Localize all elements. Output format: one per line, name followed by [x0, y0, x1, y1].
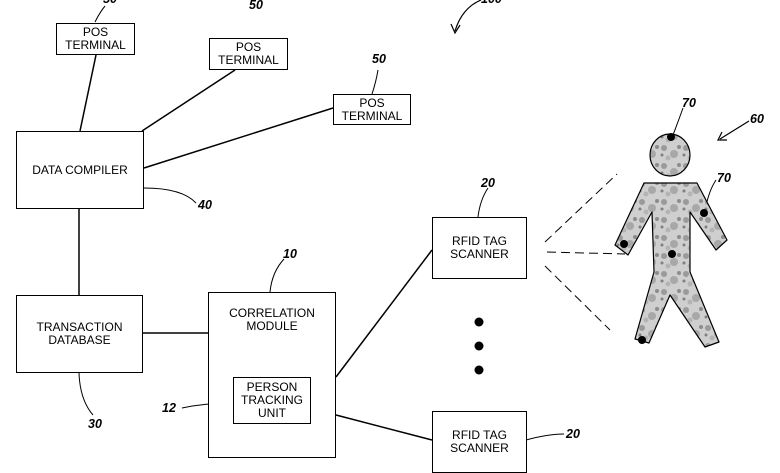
leader-correlation-module: [269, 258, 285, 293]
connector-compiler-pos-middle: [141, 69, 236, 132]
ref-transaction-database: 30: [88, 417, 102, 431]
rfid-tag-foot-icon: [638, 336, 646, 344]
rfid-scanner-bottom-line-2: SCANNER: [450, 441, 509, 455]
rfid-tag-head-icon: [667, 133, 675, 141]
data-compiler-label: DATA COMPILER: [32, 162, 128, 177]
ref-tag-head: 70: [682, 96, 696, 110]
pos-terminal-right: POS TERMINAL: [333, 94, 411, 125]
leader-pos-left: [94, 5, 106, 23]
person-arrow-icon: [717, 120, 750, 141]
ref-pos-middle: 50: [249, 0, 263, 12]
person-tracking-unit-line-3: UNIT: [258, 406, 286, 420]
leader-scanner-top: [477, 187, 489, 218]
rfid-tag-shoulder-icon: [700, 209, 708, 217]
ref-pos-right: 50: [372, 52, 386, 66]
connector-correlation-scanner-bottom: [335, 414, 433, 441]
rfid-scanner-bottom-line-1: RFID TAG: [452, 428, 507, 442]
connector-correlation-scanner-top: [335, 249, 433, 378]
ref-tag-body: 70: [717, 171, 731, 185]
ref-person: 60: [750, 112, 764, 126]
person-body: [614, 182, 728, 348]
connector-lines: [78, 54, 433, 441]
reference-leaders: [78, 5, 717, 441]
transaction-database-line-2: DATABASE: [48, 333, 111, 347]
pos-terminal-right-line-1: POS: [359, 95, 385, 110]
rfid-scanner-top-line-2: SCANNER: [450, 247, 509, 261]
pos-terminal-middle-line-2: TERMINAL: [218, 53, 279, 67]
person-tracking-unit-line-2: TRACKING: [240, 393, 303, 407]
pos-terminal-left-line-2: TERMINAL: [65, 38, 126, 52]
rfid-tags: [620, 133, 708, 344]
rfid-scanner-top-line-1: RFID TAG: [452, 234, 507, 248]
ref-data-compiler: 40: [198, 198, 212, 212]
ref-correlation-module: 10: [283, 247, 297, 261]
leader-pos-right: [371, 69, 379, 95]
rfid-tag-waist-icon: [668, 250, 676, 258]
rfid-tag-hand-icon: [620, 240, 628, 248]
scan-line-lower: [544, 265, 611, 331]
leader-transaction-database: [78, 372, 94, 416]
ref-scanner-bottom: 20: [566, 427, 580, 441]
connector-compiler-pos-right: [143, 107, 334, 169]
correlation-module-box: CORRELATION MODULE: [208, 292, 336, 458]
transaction-database-line-1: TRANSACTION: [36, 320, 123, 334]
ref-pos-left: 50: [103, 0, 117, 6]
leader-tag-head: [672, 107, 684, 136]
ref-scanner-top: 20: [481, 176, 495, 190]
pos-terminal-right-line-2: TERMINAL: [341, 108, 403, 123]
ref-person-tracking-unit: 12: [162, 401, 176, 415]
correlation-module-line-1: CORRELATION: [229, 306, 315, 320]
person-tracking-unit-box: PERSON TRACKING UNIT: [233, 377, 311, 424]
pos-terminal-left: POS TERMINAL: [56, 23, 135, 55]
scan-line-middle: [546, 251, 626, 255]
data-compiler-box: DATA COMPILER: [16, 131, 144, 209]
pos-terminal-left-line-1: POS: [82, 25, 109, 39]
correlation-module-line-2: MODULE: [246, 319, 298, 333]
person-tracking-unit-line-1: PERSON: [246, 380, 298, 394]
transaction-database-box: TRANSACTION DATABASE: [16, 295, 143, 373]
system-arrow-icon: [450, 0, 482, 35]
pos-terminal-middle: POS TERMINAL: [209, 38, 288, 70]
rfid-scanner-bottom-box: RFID TAG SCANNER: [432, 411, 527, 473]
pos-terminal-middle-line-1: POS: [235, 40, 262, 54]
scan-field-lines: [544, 173, 626, 331]
scan-line-upper: [544, 173, 618, 243]
ref-system: 100: [481, 0, 502, 6]
connector-compiler-pos-left: [79, 54, 97, 132]
leader-scanner-bottom: [525, 433, 565, 441]
leader-data-compiler: [143, 187, 197, 204]
ellipsis-dots-icon: [474, 317, 484, 375]
person-figure: [614, 133, 728, 348]
rfid-scanner-top-box: RFID TAG SCANNER: [432, 217, 527, 279]
